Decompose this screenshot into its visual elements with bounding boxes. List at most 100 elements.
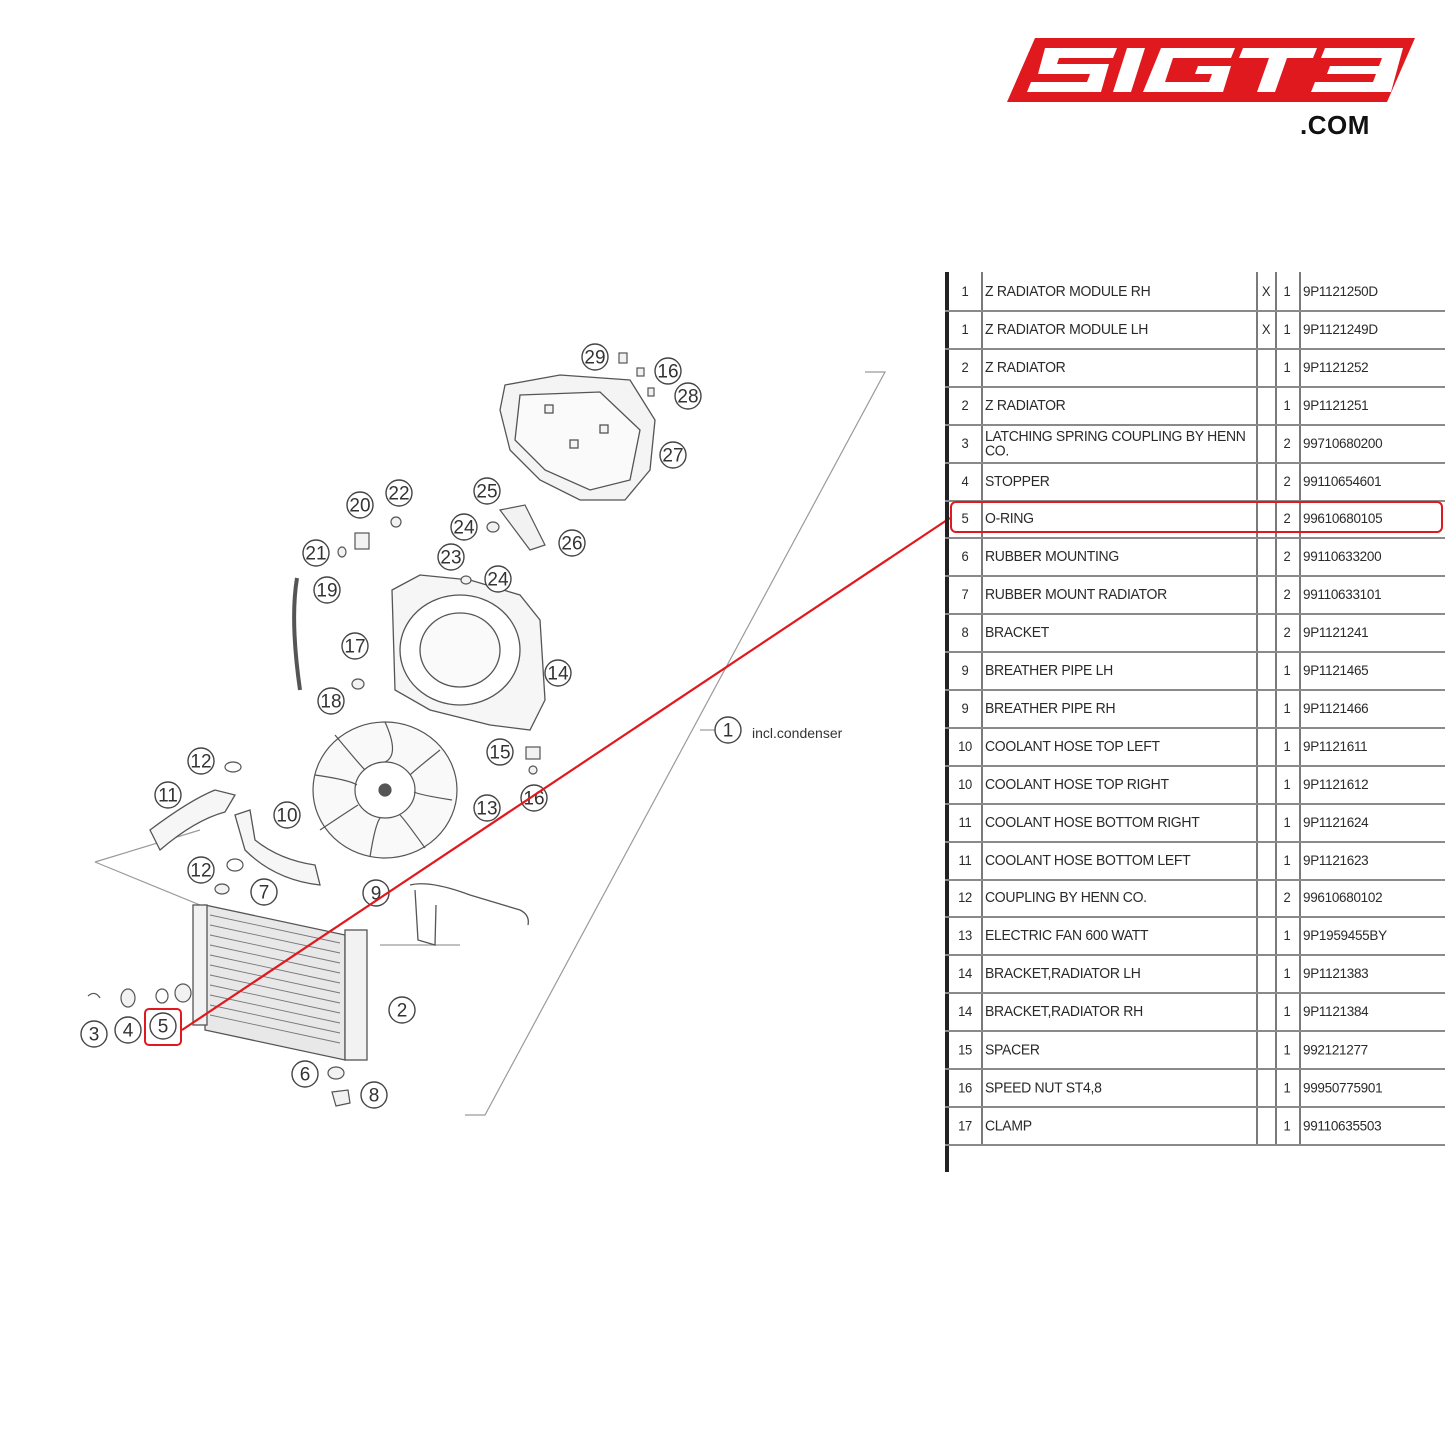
- part-variant-mark: [1257, 877, 1275, 917]
- fan-frame-part: [391, 574, 546, 731]
- part-ref-number: 7: [961, 586, 969, 603]
- part-quantity: 1: [1283, 358, 1291, 375]
- callout-4: 4: [114, 1016, 142, 1044]
- part-quantity: 2: [1283, 889, 1291, 906]
- callout-number: 18: [320, 692, 341, 713]
- callout-15: 15: [486, 738, 514, 766]
- callout-11: 11: [154, 781, 182, 809]
- part-number: 99610680105: [1303, 510, 1383, 527]
- callout-number: 4: [123, 1021, 134, 1042]
- callout-number: 28: [677, 387, 698, 408]
- part-ref-number: 10: [958, 737, 972, 754]
- part-ref-number: 13: [958, 927, 972, 944]
- part-description: SPACER: [985, 1040, 1040, 1058]
- part-description: COOLANT HOSE BOTTOM RIGHT: [985, 813, 1200, 830]
- part-quantity: 1: [1283, 321, 1291, 337]
- part-variant-mark: [1257, 1105, 1275, 1145]
- part-ref-number: 4: [961, 472, 969, 489]
- part-number: 9P1121623: [1303, 851, 1369, 868]
- part-quantity: 1: [1283, 1003, 1291, 1019]
- callout-number: 20: [349, 496, 370, 517]
- part-quantity: 1: [1283, 851, 1291, 868]
- part-description: RUBBER MOUNTING: [985, 547, 1119, 565]
- callout-number: 2: [397, 1001, 408, 1022]
- callout-20: 20: [346, 491, 374, 519]
- part-description: Z RADIATOR: [985, 396, 1066, 414]
- part-number: 9P1121383: [1303, 965, 1369, 982]
- coolant-hose-11-part: [149, 789, 237, 852]
- part-number: 99950775901: [1303, 1079, 1383, 1095]
- callout-number: 12: [190, 752, 211, 773]
- part-quantity: 1: [1283, 700, 1291, 716]
- part-description: ELECTRIC FAN 600 WATT: [985, 926, 1149, 944]
- part-description: COOLANT HOSE BOTTOM LEFT: [985, 851, 1191, 868]
- part-number: 99110654601: [1303, 472, 1382, 489]
- part-quantity: 2: [1283, 472, 1291, 489]
- callout-number: 16: [523, 789, 544, 810]
- part-variant-mark: X: [1261, 321, 1271, 337]
- callout-14: 14: [544, 659, 572, 687]
- part-quantity: 2: [1283, 586, 1291, 603]
- callout-7: 7: [250, 878, 278, 906]
- callout-6: 6: [291, 1060, 319, 1088]
- callout-number: 17: [344, 637, 365, 658]
- part-number: 9P1121249D: [1303, 321, 1378, 337]
- callout-2: 2: [388, 996, 416, 1024]
- table-divider-desc: [1256, 272, 1258, 1144]
- callout-number: 21: [305, 544, 326, 565]
- part-description: COUPLING BY HENN CO.: [985, 888, 1147, 906]
- part-description: RUBBER MOUNT RADIATOR: [985, 585, 1167, 603]
- callout-number: 13: [476, 799, 497, 820]
- brand-domain-suffix: .COM: [1300, 110, 1370, 140]
- part-quantity: 1: [1283, 662, 1291, 678]
- part-ref-number: 14: [958, 1003, 972, 1019]
- part-ref-number: 14: [958, 965, 972, 982]
- part-number: 9P1121612: [1303, 775, 1369, 792]
- part-quantity: 2: [1283, 548, 1291, 565]
- part-description: STOPPER: [985, 472, 1050, 489]
- part-variant-mark: [1257, 1029, 1275, 1069]
- part-ref-number: 16: [958, 1079, 972, 1095]
- callout-number: 27: [662, 446, 683, 467]
- brand-logo: [1007, 38, 1415, 102]
- part-number: 9P1121252: [1303, 358, 1369, 375]
- part-ref-number: 6: [961, 548, 969, 565]
- part-description: O-RING: [985, 509, 1034, 527]
- callout-25: 25: [473, 477, 501, 505]
- callout-number: 15: [489, 743, 510, 764]
- callout-number: 5: [158, 1017, 169, 1038]
- highlighted-callout-box: [144, 1008, 182, 1046]
- table-row: 4 STOPPER 2 99110654601: [945, 462, 1445, 502]
- callout-number: 25: [476, 482, 497, 503]
- part-description: Z RADIATOR MODULE LH: [985, 320, 1149, 338]
- part-quantity: 1: [1283, 813, 1291, 830]
- breather-pipe-part: [409, 883, 529, 946]
- callout-1-note-label: incl.condenser: [752, 725, 843, 741]
- callout-number: 8: [369, 1086, 380, 1107]
- part-quantity: 1: [1283, 396, 1291, 413]
- callout-22: 22: [385, 479, 413, 507]
- part-variant-mark: X: [1261, 283, 1271, 299]
- table-row: 12 COUPLING BY HENN CO. 2 99610680102: [945, 877, 1445, 919]
- part-ref-number: 12: [958, 889, 972, 906]
- callout-28: 28: [674, 382, 702, 410]
- callout-number: 12: [190, 861, 211, 882]
- part-quantity: 1: [1283, 927, 1291, 944]
- callout-number: 26: [561, 534, 582, 555]
- part-number: 99610680102: [1303, 889, 1383, 906]
- callout-3: 3: [80, 1020, 108, 1048]
- callout-number: 7: [259, 883, 270, 904]
- callout-8: 8: [360, 1081, 388, 1109]
